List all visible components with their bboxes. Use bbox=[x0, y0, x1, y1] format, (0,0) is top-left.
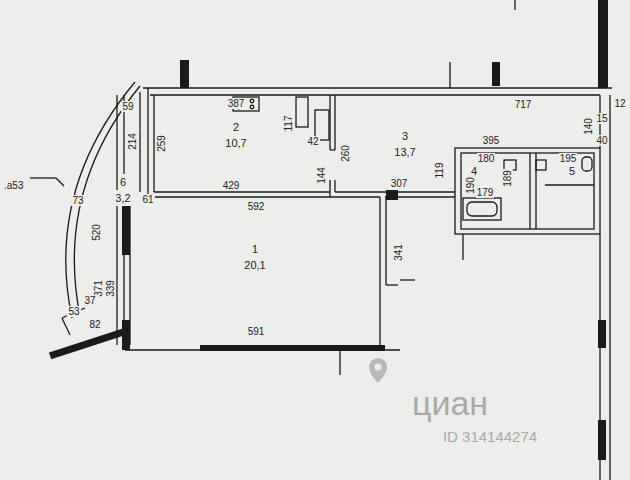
dimension-label: 341 bbox=[393, 243, 404, 262]
dimension-label: 12 bbox=[613, 98, 626, 109]
room-number: 1 bbox=[251, 241, 259, 257]
watermark: циан bbox=[411, 385, 489, 421]
room-area-value: 20,1 bbox=[243, 257, 266, 273]
room-number: 5 bbox=[568, 163, 576, 179]
dimension-label: 144 bbox=[316, 166, 327, 185]
dimension-label: 59 bbox=[121, 101, 134, 112]
dimension-label: 387 bbox=[227, 98, 246, 109]
room-area: 210,7 bbox=[208, 116, 264, 154]
room-area: 5 bbox=[562, 162, 582, 180]
dimension-label: 259 bbox=[156, 134, 167, 153]
dimension-label: 82 bbox=[88, 319, 101, 330]
dimension-label: 591 bbox=[247, 326, 266, 337]
room-area: 120,1 bbox=[226, 238, 284, 276]
dimension-label: 140 bbox=[583, 117, 594, 136]
dimension-label: 73 bbox=[71, 195, 84, 206]
room-area-value: 13,7 bbox=[393, 144, 416, 160]
dimension-label: 37 bbox=[83, 295, 96, 306]
dimension-label: 42 bbox=[306, 136, 319, 147]
room-area: 313,7 bbox=[380, 126, 430, 162]
dimension-label: 61 bbox=[141, 194, 154, 205]
dimension-label: 180 bbox=[477, 153, 496, 164]
dimension-label: 117 bbox=[283, 114, 294, 132]
dimension-label: 339 bbox=[105, 279, 116, 298]
room-area: 63,2 bbox=[106, 172, 140, 208]
dimension-label: 214 bbox=[127, 132, 138, 151]
dimension-label: 179 bbox=[476, 187, 495, 198]
dimension-label: 429 bbox=[222, 180, 241, 191]
dimension-label: 307 bbox=[390, 178, 409, 189]
dimension-label: 15 bbox=[595, 113, 608, 124]
room-number: 3 bbox=[401, 128, 409, 144]
room-number: 6 bbox=[119, 174, 127, 190]
dimension-label: 190 bbox=[465, 176, 476, 195]
callout-label: .a53 bbox=[3, 180, 24, 191]
room-number: 2 bbox=[232, 119, 240, 135]
dimension-label: 40 bbox=[595, 135, 608, 146]
dimension-label: 119 bbox=[434, 161, 445, 179]
dimension-label: 520 bbox=[91, 223, 102, 242]
dimension-label: 592 bbox=[247, 201, 266, 212]
dimension-label: 260 bbox=[340, 144, 351, 163]
dimension-label: 53 bbox=[67, 306, 80, 317]
dimension-label: 195 bbox=[559, 153, 578, 164]
room-area-value: 10,7 bbox=[224, 135, 247, 151]
dimension-label: 395 bbox=[482, 135, 501, 146]
dimension-label: 717 bbox=[514, 99, 533, 110]
watermark: ID 314144274 bbox=[442, 428, 538, 445]
room-area-value: 3,2 bbox=[114, 190, 131, 206]
dimension-label: 189 bbox=[502, 169, 513, 188]
